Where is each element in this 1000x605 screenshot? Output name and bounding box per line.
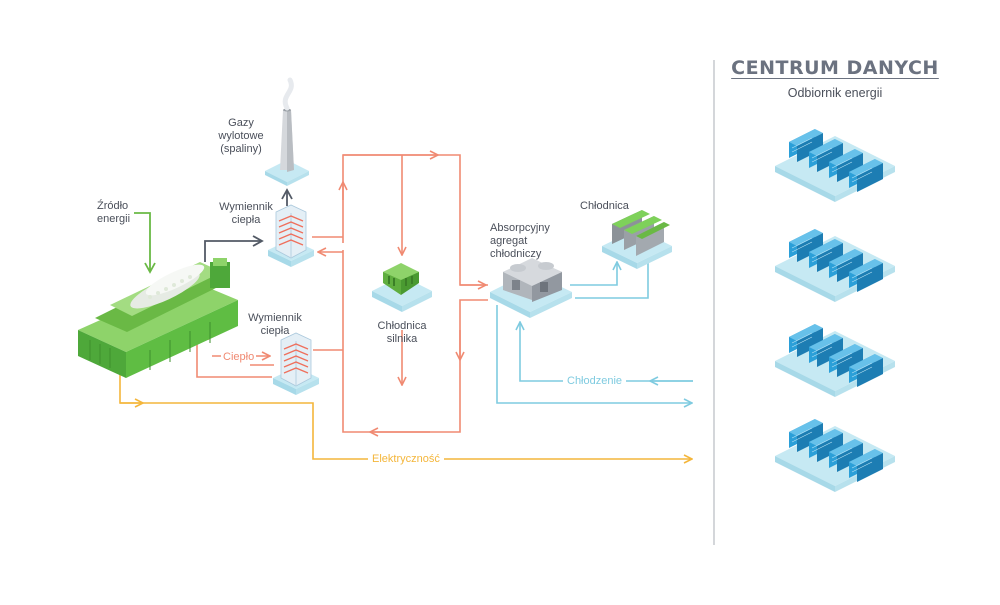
electricity-label: Elektryczność (368, 453, 444, 466)
heat-pipe-return-loop (342, 299, 488, 433)
absorption-chiller-icon (490, 258, 572, 318)
server-cluster-4 (774, 418, 896, 493)
data-center-subtitle: Odbiornik energii (787, 86, 883, 100)
heat-exchanger-top-label: Wymiennik ciepła (219, 201, 273, 226)
server-cluster-1 (774, 128, 896, 203)
exhaust-gas-label: Gazy wylotowe (spaliny) (218, 117, 264, 155)
gas-engine-icon (78, 258, 238, 378)
engine-cooler-label: Chłodnica silnika (377, 320, 427, 345)
cooling-pipe-chiller-to-cooler (570, 262, 617, 286)
exhaust-arrow-to-exchanger (204, 235, 264, 262)
heat-exchanger-bottom-label: Wymiennik ciepła (248, 312, 302, 337)
cooler-label: Chłodnica (580, 200, 629, 212)
energy-source-arrow (134, 212, 156, 274)
server-cluster-2 (774, 228, 896, 303)
chimney-icon (265, 77, 309, 186)
engine-cooler-icon (372, 263, 432, 312)
dry-cooler-icon (602, 210, 672, 269)
energy-source-label: Źródło energii (97, 200, 131, 225)
cooling-label: Chłodzenie (563, 375, 627, 388)
cooling-pipe-return (520, 322, 693, 382)
heat-exchanger-icon-bottom (273, 332, 319, 395)
data-center-title: CENTRUM DANYCH (731, 57, 939, 79)
heat-label: Ciepło (221, 351, 257, 364)
cooling-pipes (496, 258, 693, 403)
server-cluster-3 (774, 323, 896, 398)
heat-exchanger-icon-top (268, 204, 314, 267)
absorption-chiller-label: Absorpcyjny agregat chłodniczy (490, 222, 550, 260)
cooling-pipe-cooler-back (575, 258, 649, 299)
cooling-pipe-supply (496, 305, 692, 403)
